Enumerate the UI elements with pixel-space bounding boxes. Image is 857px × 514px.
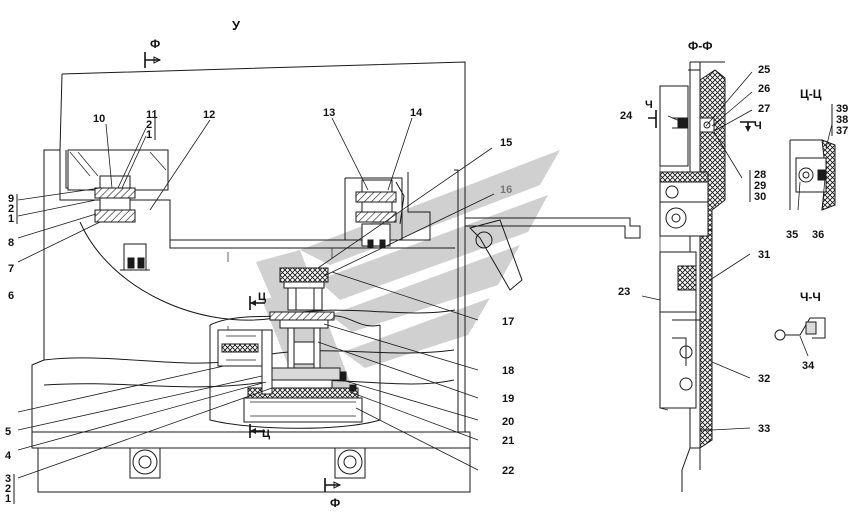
callout-18: 18 [502, 365, 514, 377]
section-arrow-ts-top: Ц [258, 291, 266, 303]
callout-14: 14 [410, 107, 423, 119]
section-label-f-bottom: Ф [330, 496, 340, 510]
callout-15: 15 [500, 137, 512, 149]
callout-16: 16 [500, 184, 512, 196]
callout-stack-28-29-30-b: 29 [754, 180, 766, 192]
callout-34: 34 [802, 360, 815, 372]
callout-stack-9-2-1-a: 9 [8, 193, 14, 205]
section-title-ff: Ф-Ф [688, 39, 712, 53]
view-label-u: У [232, 18, 241, 33]
section-chch [774, 317, 826, 341]
main-view [31, 52, 641, 493]
section-tsts [789, 139, 836, 211]
callout-stack-3-2-1-c: 1 [5, 493, 11, 505]
section-arrow-ch-left: Ч [645, 99, 653, 111]
callout-stack-9-2-1-b: 2 [8, 203, 14, 215]
section-title-tsts: Ц-Ц [800, 87, 822, 101]
callout-25: 25 [758, 64, 770, 76]
callout-31: 31 [758, 249, 770, 261]
callout-stack-9-2-1-c: 1 [8, 213, 14, 225]
callout-stack-3-2-1-b: 2 [5, 483, 11, 495]
callout-labels: 9 2 1 8 7 6 5 4 3 2 1 10 11 2 1 12 13 14… [5, 64, 848, 505]
callout-35: 35 [786, 229, 798, 241]
callout-13: 13 [323, 107, 335, 119]
callout-20: 20 [502, 416, 514, 428]
stack-brackets [13, 104, 833, 504]
callout-26: 26 [758, 83, 770, 95]
callout-17: 17 [502, 316, 514, 328]
leader-lines [17, 71, 833, 479]
section-arrow-ts-bottom: Ц [262, 428, 270, 440]
callout-stack-11-2-1-a: 11 [146, 109, 158, 121]
callout-19: 19 [502, 393, 514, 405]
view-titles: У Ф Ф Ф-Ф Ц Ц Ц-Ц Ч Ч Ч-Ч [150, 18, 822, 510]
callout-32: 32 [758, 373, 770, 385]
callout-6: 6 [8, 290, 14, 302]
callout-stack-39-38-37-a: 39 [836, 103, 848, 115]
section-ff [648, 61, 756, 492]
callout-8: 8 [8, 237, 14, 249]
callout-stack-39-38-37-c: 37 [836, 125, 848, 137]
section-arrow-ch-right: Ч [754, 120, 762, 132]
callout-stack-28-29-30-c: 30 [754, 191, 766, 203]
callout-stack-11-2-1-c: 1 [146, 129, 152, 141]
callout-7: 7 [8, 263, 14, 275]
callout-10: 10 [93, 113, 105, 125]
callout-36: 36 [812, 229, 824, 241]
callout-stack-3-2-1-a: 3 [5, 473, 11, 485]
callout-24: 24 [620, 110, 633, 122]
callout-stack-11-2-1-b: 2 [146, 119, 152, 131]
callout-33: 33 [758, 423, 770, 435]
callout-4: 4 [5, 450, 12, 462]
callout-23: 23 [618, 286, 630, 298]
callout-12: 12 [203, 109, 215, 121]
callout-27: 27 [758, 103, 770, 115]
section-title-chch: Ч-Ч [800, 290, 821, 304]
callout-5: 5 [5, 426, 11, 438]
callout-stack-28-29-30-a: 28 [754, 169, 766, 181]
section-label-f-top: Ф [150, 37, 160, 51]
callout-21: 21 [502, 435, 514, 447]
callout-stack-39-38-37-b: 38 [836, 114, 848, 126]
callout-22: 22 [502, 465, 514, 477]
